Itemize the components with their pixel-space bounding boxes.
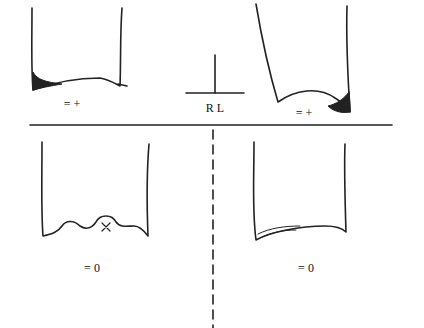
sign-label: = +	[62, 97, 83, 111]
side-label: R L	[204, 101, 226, 115]
shaded-area	[328, 92, 350, 113]
sign-label: = +	[294, 106, 315, 120]
axis-line	[214, 55, 216, 93]
sign-label: = 0	[296, 261, 316, 275]
cup-outline	[256, 4, 350, 112]
cup-outline	[32, 8, 122, 90]
axis-line	[186, 92, 244, 94]
cross-mark	[102, 223, 110, 231]
cup-outline	[42, 142, 149, 236]
sign-label: = 0	[82, 261, 102, 275]
hatch-lines	[258, 226, 300, 238]
cup-rim	[118, 84, 127, 86]
cup-outline	[254, 142, 347, 240]
divider-line	[30, 124, 392, 126]
dashed-midline	[212, 130, 214, 328]
shaded-area	[33, 72, 62, 90]
